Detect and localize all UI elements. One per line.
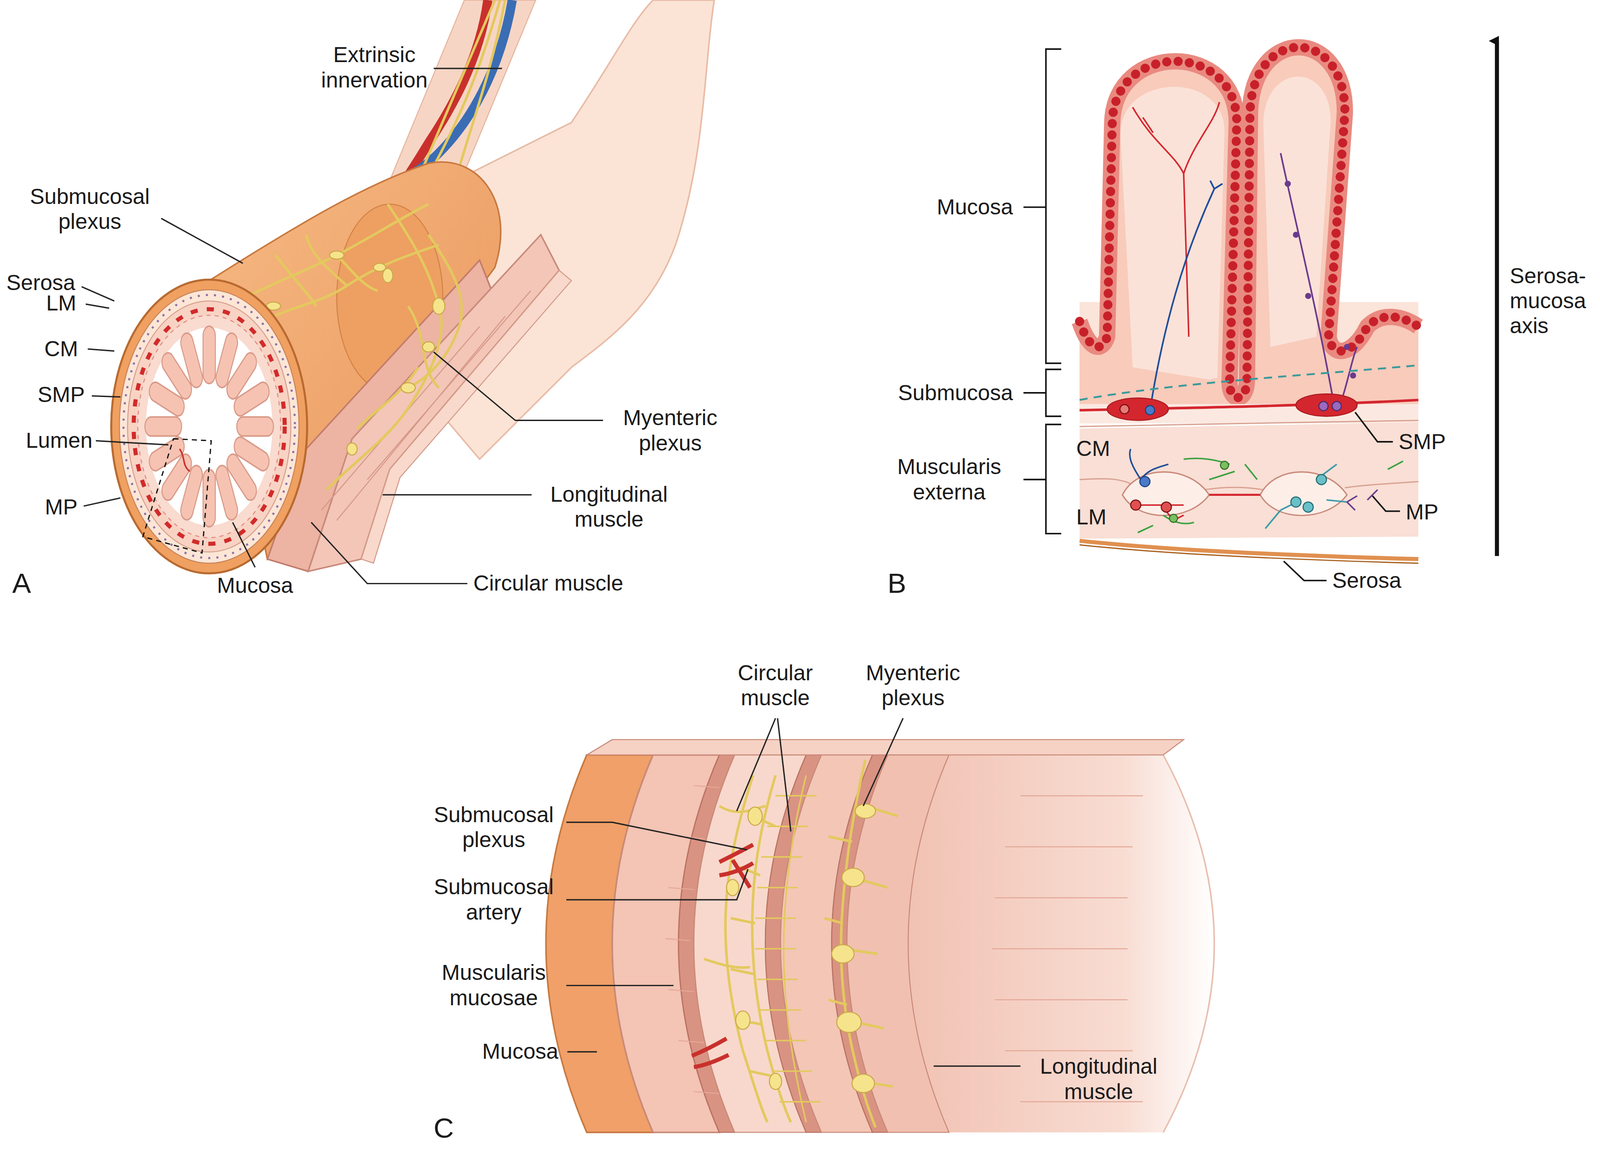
part-label: SMP — [1398, 429, 1446, 455]
part-label: Myenteric plexus — [608, 405, 732, 456]
leader-lines-a — [81, 68, 604, 584]
part-label: Submucosal plexus — [20, 184, 159, 234]
part-label: Serosa — [1332, 568, 1402, 594]
part-label: Mucosa — [936, 194, 1013, 220]
part-label: CM — [1076, 436, 1111, 462]
panel-b-drawing — [1079, 47, 1419, 564]
part-label: LM — [46, 290, 77, 316]
part-label: MP — [44, 494, 78, 520]
part-label: Extrinsic innervation — [297, 42, 452, 93]
leader-lines-c — [566, 718, 1021, 1067]
part-label: Lumen — [25, 427, 93, 453]
axis-arrow — [1494, 40, 1499, 557]
part-label: SMP — [37, 382, 85, 408]
part-label: Submucosa — [898, 380, 1013, 406]
panel-c-drawing — [545, 739, 1215, 1133]
panel-letter: B — [887, 567, 907, 600]
part-label: Muscularis externa — [885, 454, 1013, 505]
part-label: Muscularis mucosae — [427, 960, 561, 1011]
part-label: Submucosal artery — [427, 874, 561, 925]
part-label: Submucosal plexus — [427, 802, 561, 853]
part-label: Mucosa — [216, 573, 293, 599]
panel-letter: C — [433, 1112, 454, 1145]
part-label: LM — [1076, 504, 1107, 530]
part-label: Longitudinal muscle — [1027, 1054, 1171, 1104]
part-label: Circular muscle — [724, 660, 827, 711]
part-label: Circular muscle — [473, 570, 624, 596]
part-label: Serosa- mucosa axis — [1509, 263, 1597, 339]
part-label: MP — [1405, 499, 1439, 525]
part-label: Mucosa — [481, 1039, 559, 1065]
brackets-b — [1023, 48, 1400, 581]
panel-letter: A — [12, 567, 31, 600]
part-label: Myenteric plexus — [854, 660, 972, 711]
part-label: Longitudinal muscle — [537, 481, 681, 532]
part-label: CM — [44, 336, 79, 362]
panel-a-drawing — [111, 0, 715, 574]
